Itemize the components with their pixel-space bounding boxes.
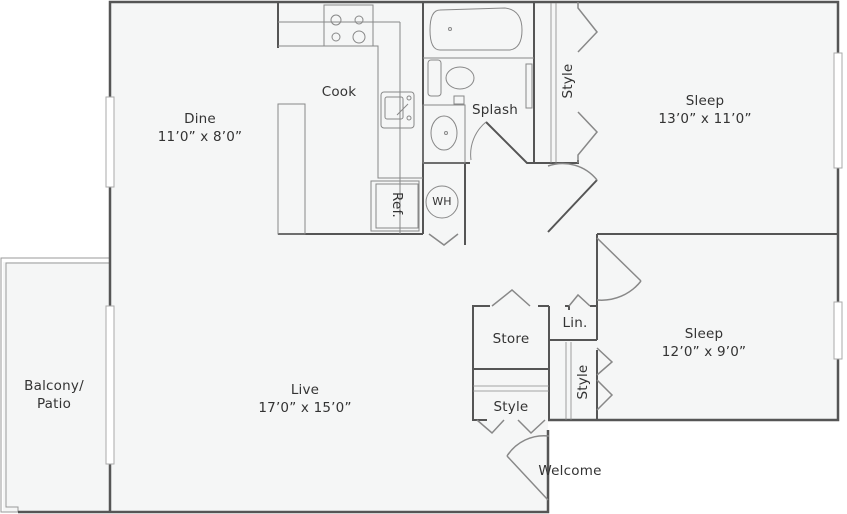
room-label-sleep-master: Sleep 13’0” x 11’0”	[630, 92, 780, 128]
refrigerator-label: Ref.	[389, 192, 405, 218]
room-name: Live	[290, 382, 320, 398]
room-size: 11’0” x 8’0”	[157, 129, 243, 145]
room-label-sleep-second: Sleep 12’0” x 9’0”	[640, 325, 768, 361]
balcony-outline	[0, 257, 110, 513]
fixture-label-wh: WH	[427, 193, 457, 211]
room-name: Cook	[321, 84, 357, 100]
room-label-balcony: Balcony/ Patio	[14, 377, 94, 413]
kitchen	[277, 2, 424, 235]
room-name: Style	[575, 364, 591, 400]
room-name: Dine	[184, 111, 216, 127]
windows	[105, 52, 843, 465]
room-label-splash: Splash	[465, 101, 525, 119]
room-name: Style	[493, 399, 529, 415]
water-heater-label: WH	[432, 195, 452, 208]
room-name: Sleep	[685, 93, 725, 109]
room-label-dine: Dine 11’0” x 8’0”	[140, 110, 260, 146]
hall-closets	[472, 234, 642, 501]
room-label-store: Store	[478, 330, 544, 348]
room-label-style-master: Style	[559, 56, 577, 106]
room-size: 12’0” x 9’0”	[661, 344, 747, 360]
room-label-linen: Lin.	[553, 314, 597, 332]
room-name: Balcony/	[24, 378, 84, 394]
fixture-label-ref: Ref.	[388, 185, 406, 225]
room-size: 17’0” x 15’0”	[258, 400, 352, 416]
room-name: Style	[560, 63, 576, 99]
room-name: Sleep	[684, 326, 724, 342]
floor-fill	[3, 2, 838, 512]
wh-closet-door	[428, 233, 459, 246]
room-label-cook: Cook	[309, 83, 369, 101]
room-name: Lin.	[562, 315, 588, 331]
room-name: Splash	[472, 102, 518, 118]
room-name: Store	[492, 331, 530, 347]
room-label-welcome: Welcome	[530, 462, 610, 480]
room-label-style-second: Style	[574, 357, 592, 407]
room-label-style-hall: Style	[478, 398, 544, 416]
master-closet	[534, 2, 838, 235]
room-label-live: Live 17’0” x 15’0”	[250, 381, 360, 417]
room-size: 13’0” x 11’0”	[658, 111, 752, 127]
room-name-line2: Patio	[36, 396, 72, 412]
room-name: Welcome	[538, 463, 602, 479]
bathroom	[422, 2, 535, 245]
